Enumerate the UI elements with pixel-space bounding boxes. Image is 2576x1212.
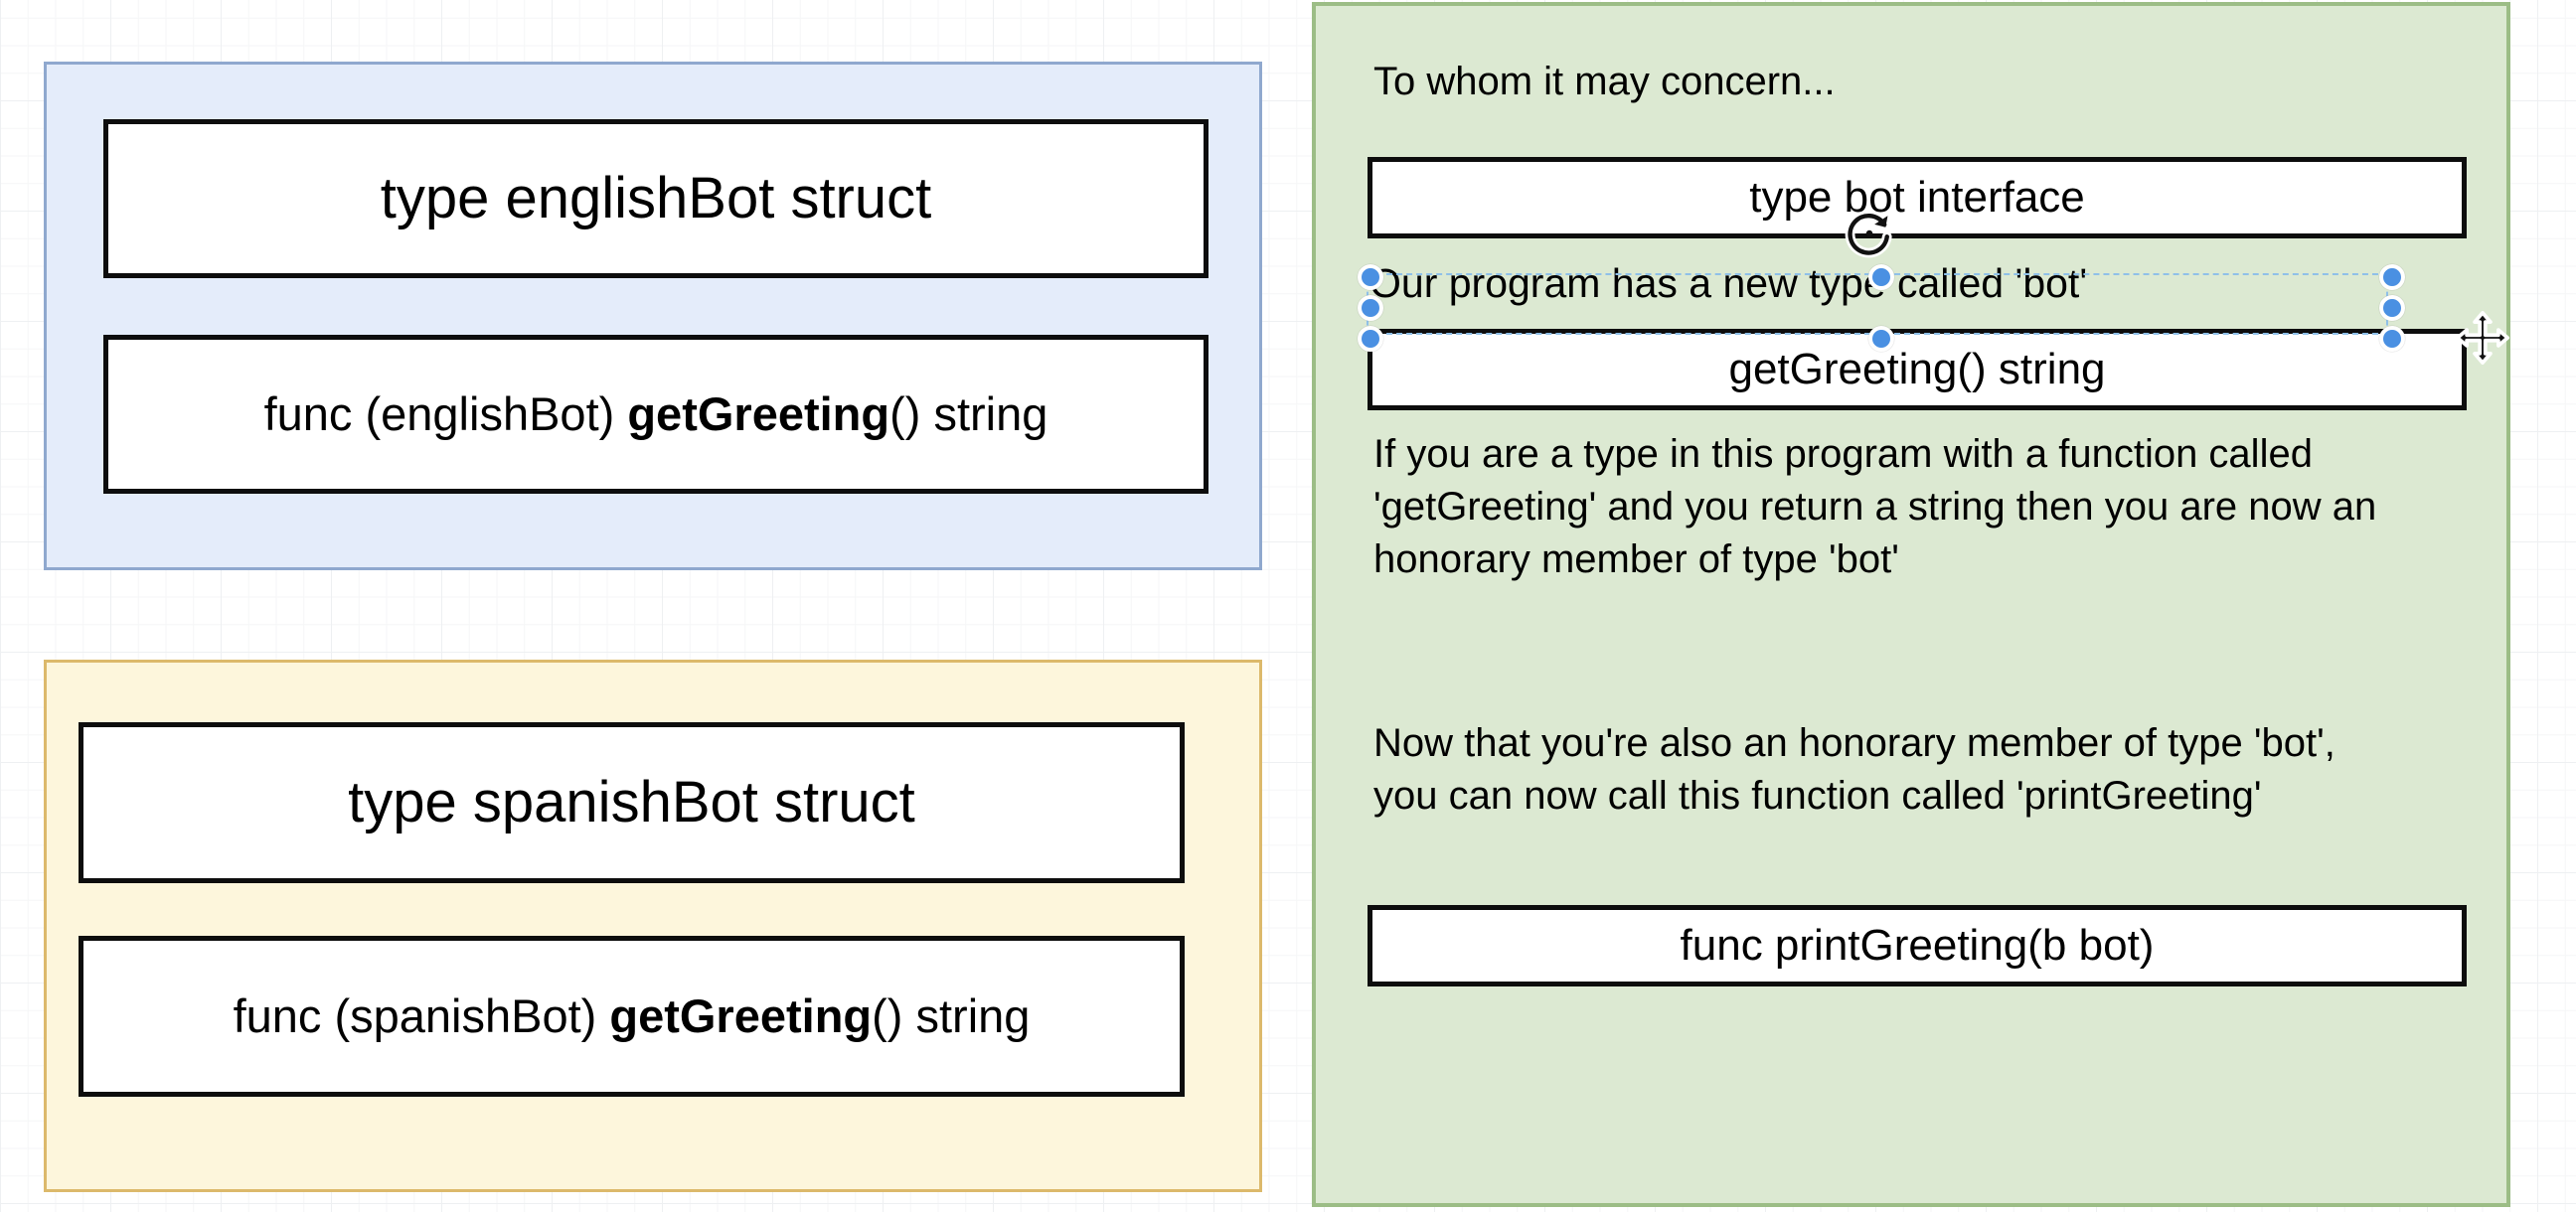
label-paragraph-honorary-member: If you are a type in this program with a…	[1373, 432, 2388, 581]
selection-handle-bottom-right[interactable]	[2379, 326, 2405, 352]
codebox-label: type englishBot struct	[380, 166, 932, 231]
selection-handle-top-left[interactable]	[1358, 264, 1383, 290]
selection-handle-middle-right[interactable]	[2379, 295, 2405, 321]
codebox-func-print-greeting[interactable]: func printGreeting(b bot)	[1368, 905, 2467, 986]
label-selected-note-bot[interactable]: Our program has a new type called 'bot'	[1369, 260, 2088, 306]
codebox-get-greeting-string[interactable]: getGreeting() string	[1368, 329, 2467, 410]
codebox-label: type spanishBot struct	[348, 770, 915, 835]
shape-spanish-bot-container[interactable]: type spanishBot struct func (spanishBot)…	[44, 660, 1262, 1192]
func-signature-method: getGreeting	[609, 989, 873, 1043]
selection-handle-bottom-center[interactable]	[1868, 326, 1894, 352]
codebox-label: func (spanishBot) getGreeting() string	[234, 990, 1031, 1042]
codebox-type-spanish-bot-struct[interactable]: type spanishBot struct	[79, 722, 1185, 883]
shape-bot-interface-container[interactable]: To whom it may concern... type bot inter…	[1312, 2, 2510, 1207]
codebox-label: getGreeting() string	[1728, 344, 2106, 393]
codebox-func-spanish-bot-get-greeting[interactable]: func (spanishBot) getGreeting() string	[79, 936, 1185, 1097]
codebox-type-english-bot-struct[interactable]: type englishBot struct	[103, 119, 1208, 278]
codebox-label: func (englishBot) getGreeting() string	[264, 388, 1048, 440]
func-signature-suffix: () string	[889, 387, 1048, 441]
codebox-type-bot-interface[interactable]: type bot interface	[1368, 157, 2467, 238]
func-signature-prefix: func (spanishBot)	[233, 989, 610, 1043]
selection-handle-top-center[interactable]	[1868, 264, 1894, 290]
label-paragraph-print-greeting: Now that you're also an honorary member …	[1373, 721, 2346, 818]
codebox-label: type bot interface	[1749, 172, 2085, 222]
selection-handle-middle-left[interactable]	[1358, 295, 1383, 321]
selection-handle-top-right[interactable]	[2379, 264, 2405, 290]
codebox-func-english-bot-get-greeting[interactable]: func (englishBot) getGreeting() string	[103, 335, 1208, 494]
func-signature-method: getGreeting	[627, 387, 890, 441]
func-signature-prefix: func (englishBot)	[263, 387, 628, 441]
shape-english-bot-container[interactable]: type englishBot struct func (englishBot)…	[44, 62, 1262, 570]
func-signature-suffix: () string	[872, 989, 1031, 1043]
codebox-label: func printGreeting(b bot)	[1680, 920, 2155, 970]
label-to-whom-it-may-concern: To whom it may concern...	[1373, 60, 1836, 103]
selection-handle-bottom-left[interactable]	[1358, 326, 1383, 352]
